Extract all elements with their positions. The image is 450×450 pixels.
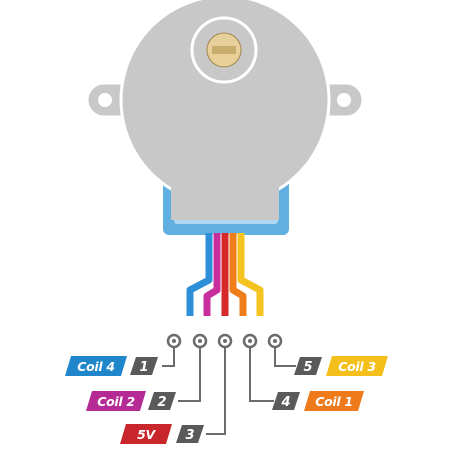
wire-blue — [186, 233, 213, 316]
leader-pin-1 — [162, 347, 175, 367]
pin-number: 4 — [280, 395, 290, 410]
wire-pink — [203, 233, 221, 316]
mounting-hole-left — [98, 93, 112, 107]
pin-callout-2: 2 Coil 2 — [86, 391, 176, 411]
pin-label: 5V — [137, 427, 156, 442]
pin-label-box — [304, 391, 364, 411]
pin-label-box — [120, 424, 172, 444]
pin-number-box — [130, 357, 158, 375]
wire-yellow — [237, 233, 264, 316]
motor-shaft — [190, 16, 258, 84]
leader-pin-5 — [274, 347, 296, 367]
mounting-hole-right — [337, 93, 351, 107]
wire-orange — [229, 233, 247, 316]
pin-label-box — [86, 391, 146, 411]
pin-label: Coil 1 — [315, 394, 353, 409]
pin-number-box — [176, 425, 204, 443]
leader-lines — [162, 347, 296, 435]
pin-label-box — [65, 356, 127, 376]
motor-neck — [171, 168, 279, 220]
pin-callout-3: 3 5V — [120, 424, 204, 444]
pin-label: Coil 3 — [338, 359, 376, 374]
pin-label-box — [326, 356, 388, 376]
pin-number-box — [294, 357, 322, 375]
pin-header — [166, 333, 283, 349]
pin-number-box — [272, 392, 300, 410]
pin-callout-4: 4 Coil 1 — [272, 391, 364, 411]
pin-label: Coil 4 — [77, 359, 115, 374]
pin-number: 3 — [185, 428, 194, 443]
leader-pin-4 — [249, 347, 274, 402]
wire-bundle — [186, 233, 264, 316]
pin-callout-5: 5 Coil 3 — [294, 356, 388, 376]
pin-number: 5 — [303, 360, 312, 375]
pin-label: Coil 2 — [97, 394, 135, 409]
pin-number: 2 — [157, 395, 166, 410]
pin-number-box — [148, 392, 176, 410]
leader-pin-3 — [206, 347, 226, 435]
leader-pin-2 — [178, 347, 201, 402]
pin-callout-1: 1 Coil 4 — [65, 356, 158, 376]
pin-number: 1 — [139, 360, 148, 375]
